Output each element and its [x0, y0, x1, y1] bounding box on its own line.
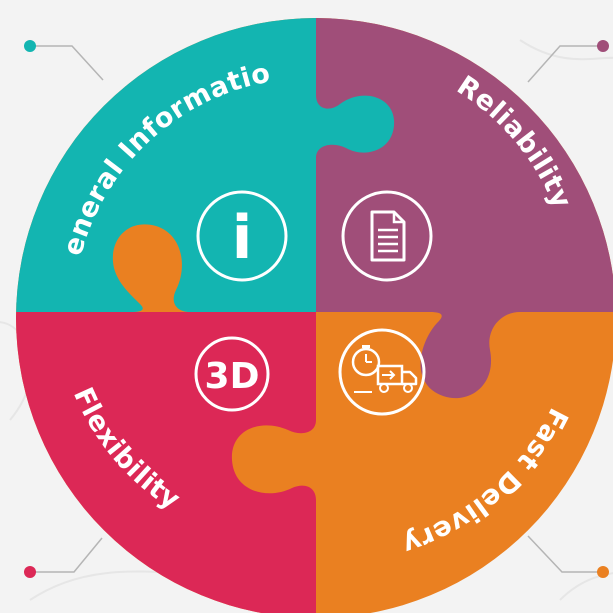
connector-top-left: [24, 40, 104, 81]
document-icon: [341, 190, 433, 282]
connector-bottom-left: [24, 537, 103, 578]
connector-bottom-right: [527, 535, 609, 578]
info-icon: i: [196, 190, 288, 282]
stopwatch-truck-icon: [338, 328, 426, 416]
connector-top-right: [527, 40, 609, 83]
svg-text:3D: 3D: [205, 356, 260, 397]
3d-icon: 3D: [194, 336, 270, 412]
svg-text:i: i: [232, 203, 253, 273]
